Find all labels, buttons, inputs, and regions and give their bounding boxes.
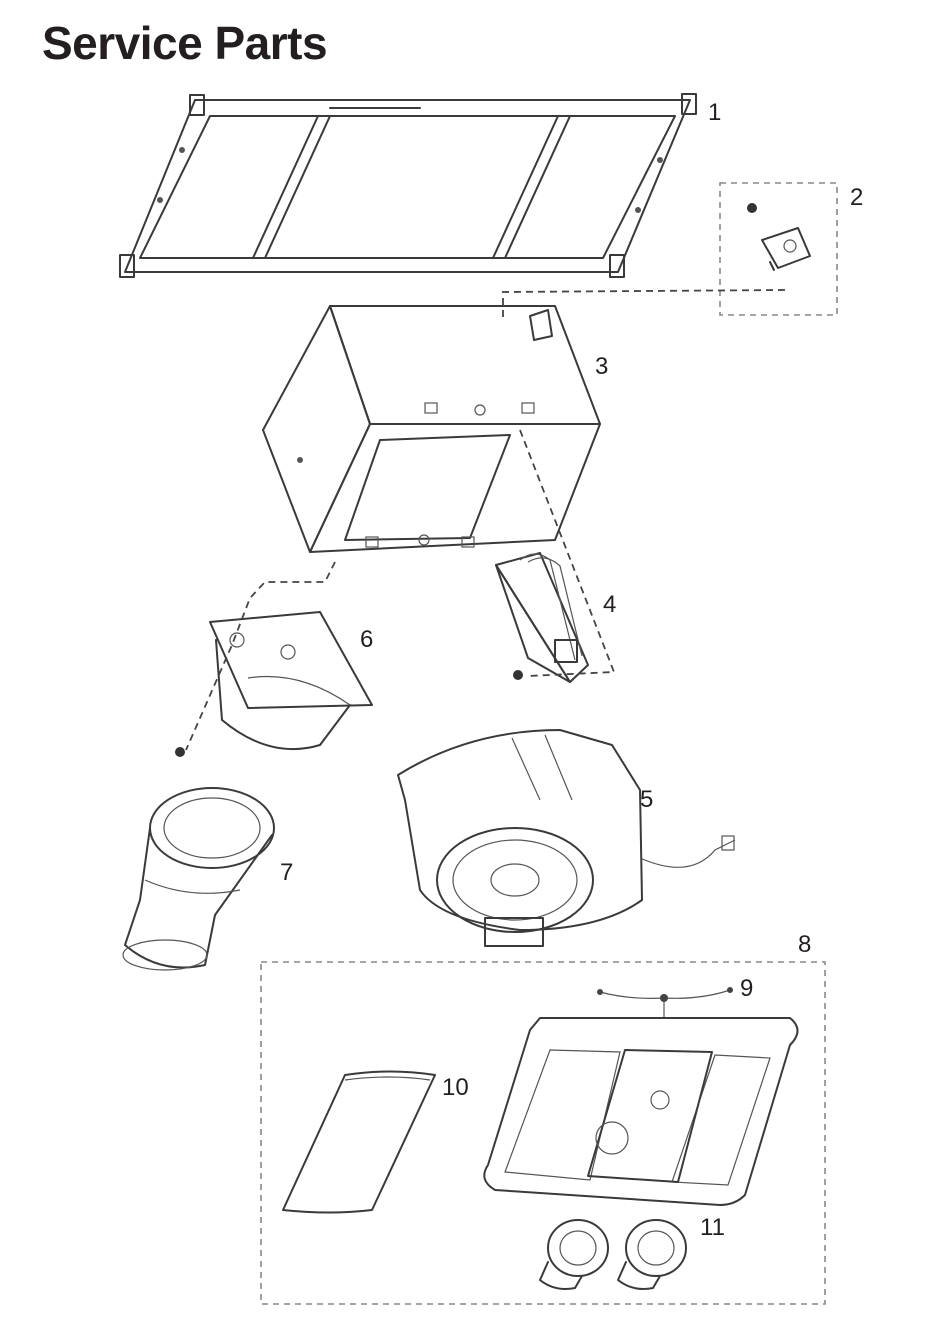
part-4-leader-line: [519, 429, 616, 677]
callout-9: 9: [740, 975, 753, 1002]
part-1-mounting-frame: [119, 93, 697, 278]
part-7-duct-connector: [122, 787, 275, 971]
callout-4: 4: [603, 591, 616, 618]
callout-2: 2: [850, 184, 863, 211]
part-2-bracket: [719, 182, 838, 316]
page-title: Service Parts: [42, 17, 328, 69]
callout-8: 8: [798, 931, 811, 958]
part-6-damper: [175, 611, 373, 757]
part-3-housing: [262, 305, 601, 553]
part-4-wiring-box: [495, 552, 589, 683]
part-9-spring-clips: [597, 987, 733, 1018]
part-5-blower: [397, 729, 736, 947]
part-10-lens: [282, 1070, 436, 1214]
part-6-leader-line: [185, 561, 336, 751]
part-11-bulbs: [539, 1219, 687, 1290]
part-2-leader-line: [502, 289, 786, 318]
callout-6: 6: [360, 626, 373, 653]
callout-1: 1: [708, 99, 721, 126]
callout-5: 5: [640, 786, 653, 813]
callout-10: 10: [442, 1074, 469, 1101]
part-8-grille-assembly-box: [260, 961, 826, 1305]
part-8-grille: [483, 1017, 799, 1206]
callout-3: 3: [595, 353, 608, 380]
callout-7: 7: [280, 859, 293, 886]
callout-11: 11: [700, 1214, 725, 1241]
